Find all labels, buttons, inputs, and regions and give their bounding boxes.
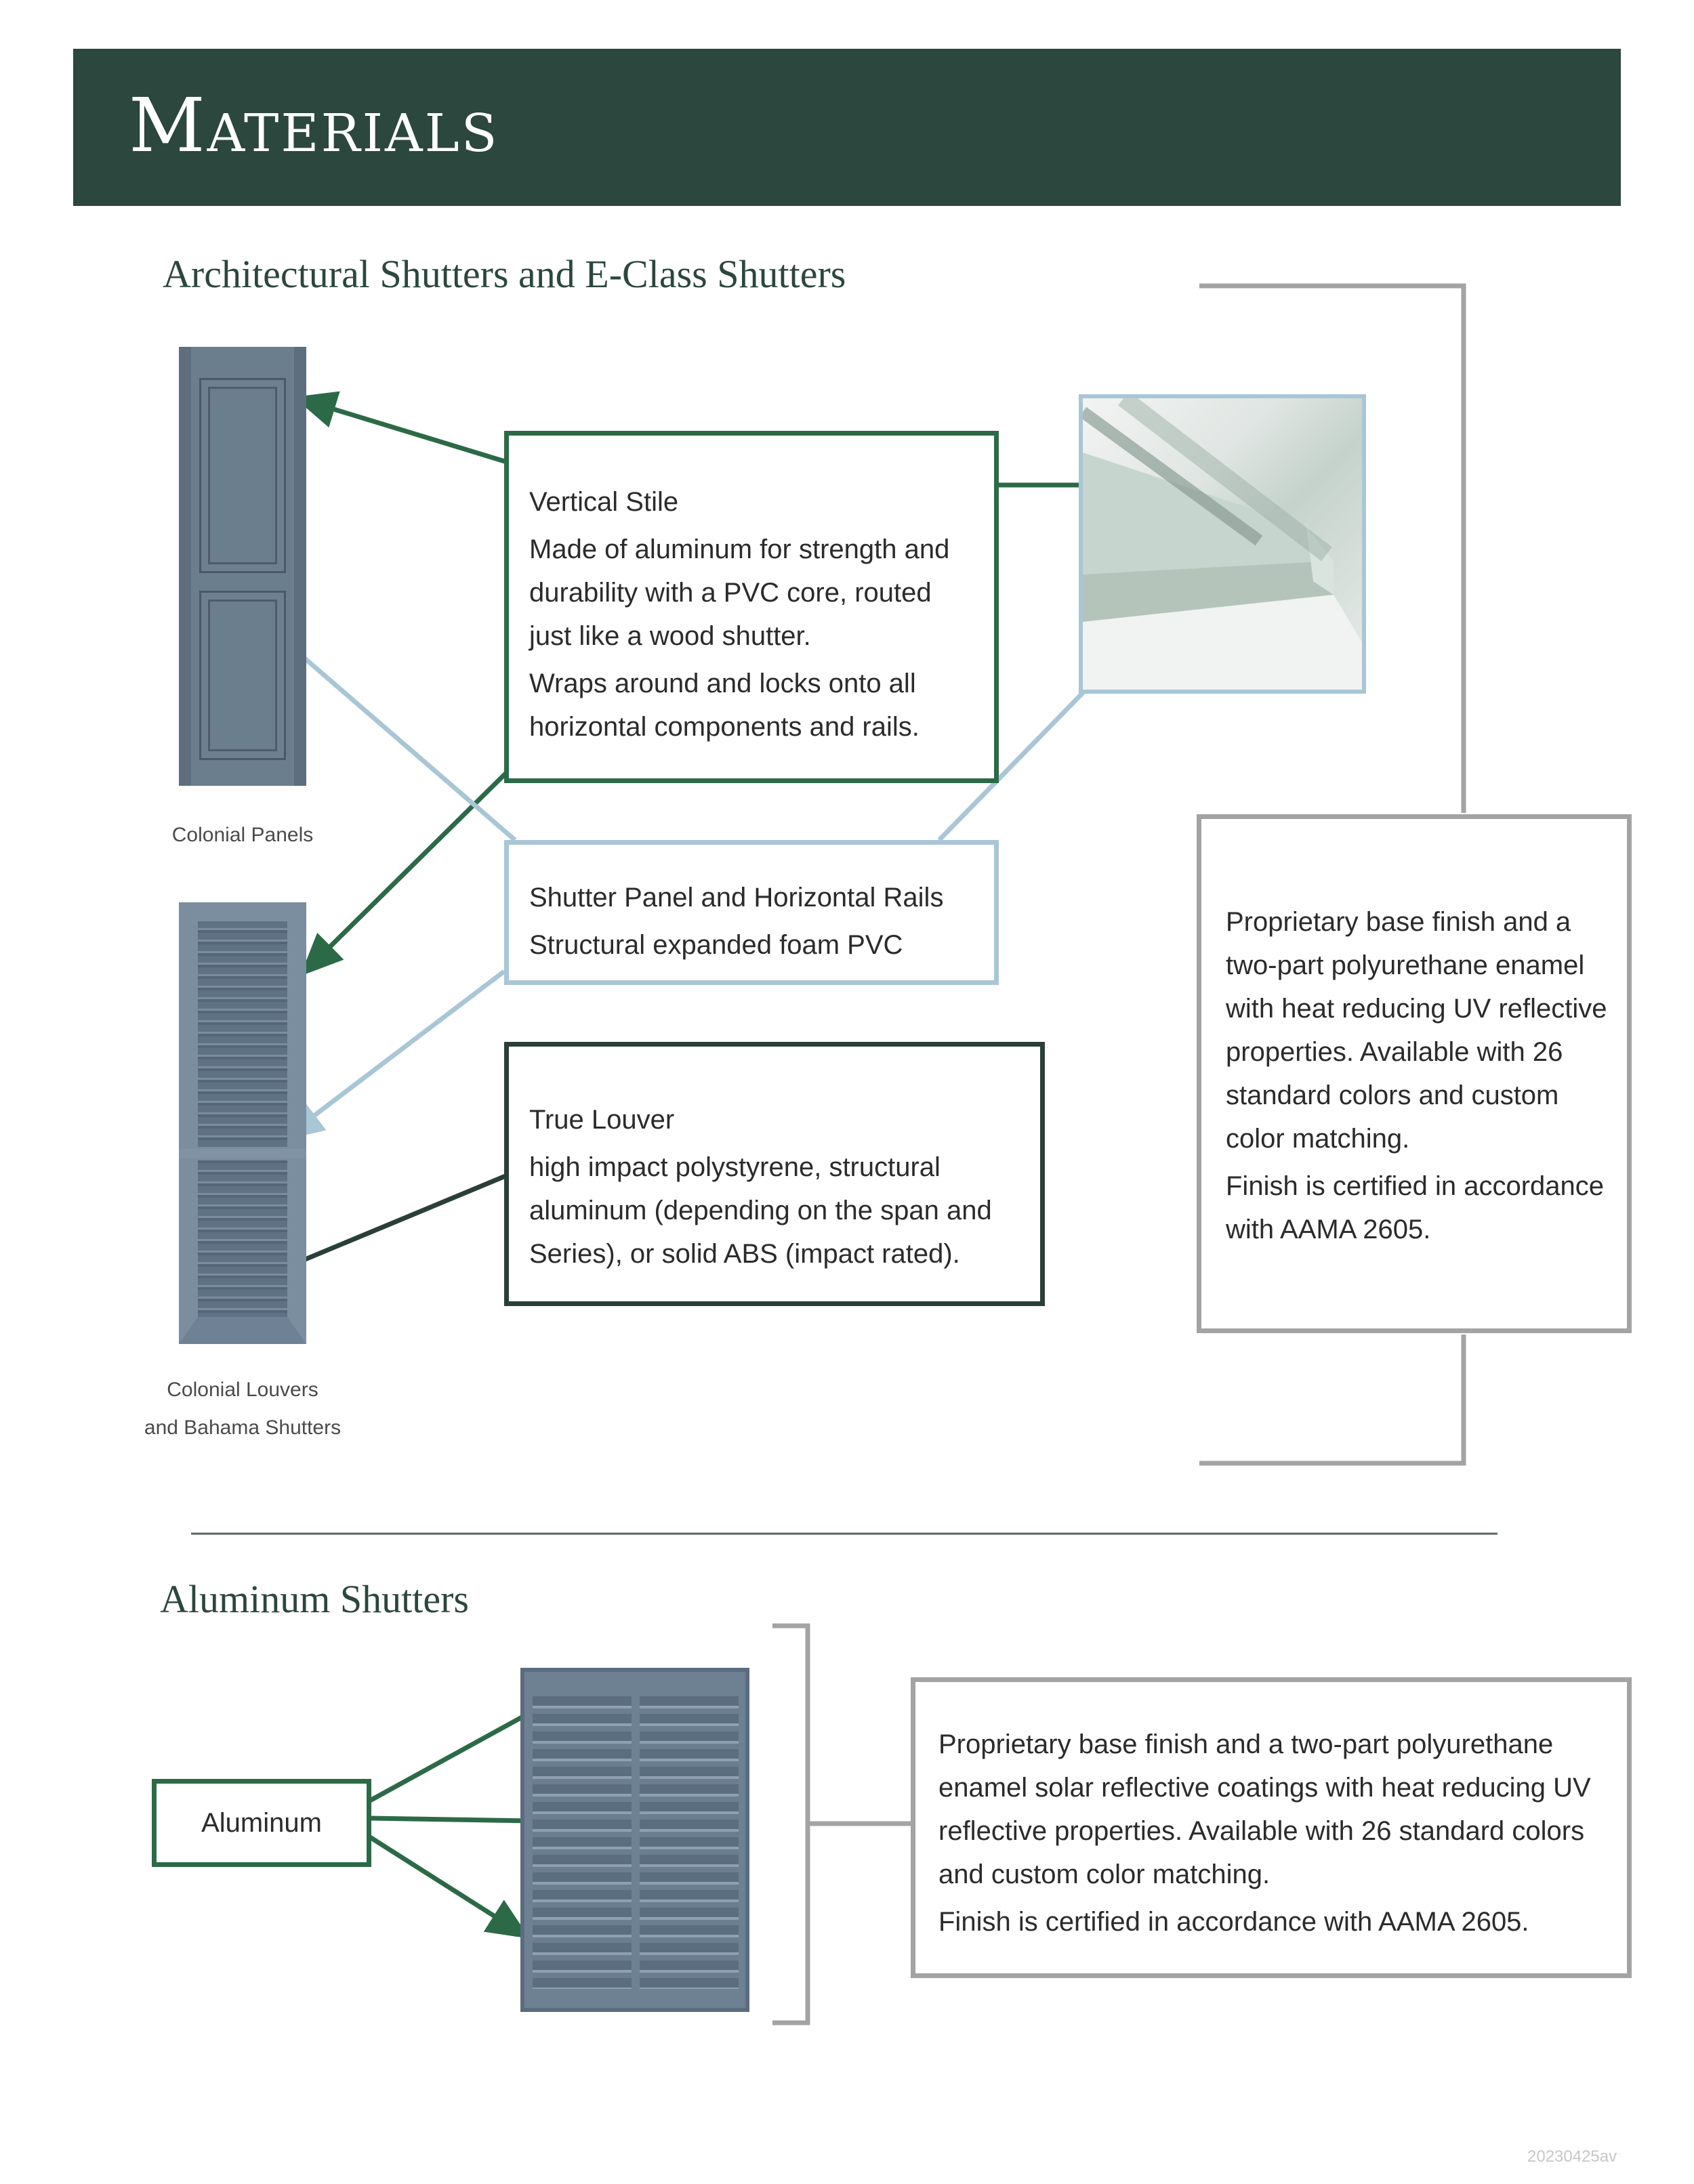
caption-louvers-line2: and Bahama Shutters	[144, 1416, 342, 1439]
aluminum-label-box: Aluminum	[152, 1779, 371, 1867]
raised-panel-top	[199, 378, 286, 573]
shutter-panel-body: Structural expanded foam PVC	[529, 930, 903, 960]
header-banner: Materials	[73, 49, 1621, 206]
aluminum-finish-body-1: Proprietary base finish and a two-part p…	[938, 1729, 1591, 1889]
colonial-panel-shutter-image	[179, 347, 306, 786]
finish-box-section2: Proprietary base finish and a two-part p…	[911, 1677, 1632, 1978]
finish-box-section1: Proprietary base finish and a two-part p…	[1197, 814, 1632, 1333]
vertical-stile-body-2: Wraps around and locks onto all horizont…	[529, 669, 920, 742]
stile-photo-illustration	[1083, 398, 1362, 690]
aluminum-shutter-image	[520, 1668, 749, 2012]
vertical-stile-body-1: Made of aluminum for strength and durabi…	[529, 534, 950, 651]
louver-mid-rail	[179, 1149, 306, 1158]
aluminum-label: Aluminum	[201, 1807, 322, 1838]
caption-colonial-panels: Colonial Panels	[171, 824, 314, 846]
true-louver-box: True Louver high impact polystyrene, str…	[504, 1042, 1045, 1306]
vertical-stile-photo	[1079, 394, 1366, 694]
shutter-panel-heading: Shutter Panel and Horizontal Rails	[529, 883, 944, 912]
aluminum-finish-body-2: Finish is certified in accordance with A…	[938, 1907, 1529, 1937]
aluminum-shutter-left-column	[533, 1696, 632, 1989]
caption-colonial-louvers: Colonial Louvers and Bahama Shutters	[108, 1371, 377, 1447]
vertical-stile-heading: Vertical Stile	[529, 487, 679, 517]
document-code: 20230425av	[1527, 2147, 1617, 2166]
true-louver-body: high impact polystyrene, structural alum…	[529, 1152, 992, 1269]
true-louver-heading: True Louver	[529, 1105, 675, 1135]
caption-louvers-line1: Colonial Louvers	[167, 1379, 318, 1401]
page-title: Materials	[129, 82, 499, 169]
shutter-panel-box: Shutter Panel and Horizontal Rails Struc…	[504, 840, 999, 985]
colonial-louver-shutter-image	[179, 902, 306, 1344]
raised-panel-bottom	[199, 591, 286, 760]
vertical-stile-box: Vertical Stile Made of aluminum for stre…	[504, 431, 999, 783]
finish-body-2: Finish is certified in accordance with A…	[1226, 1171, 1605, 1244]
finish-body-1: Proprietary base finish and a two-part p…	[1226, 907, 1607, 1154]
section-title-aluminum: Aluminum Shutters	[160, 1577, 469, 1621]
section-title-architectural: Architectural Shutters and E-Class Shutt…	[163, 252, 846, 296]
aluminum-shutter-right-column	[640, 1696, 739, 1989]
